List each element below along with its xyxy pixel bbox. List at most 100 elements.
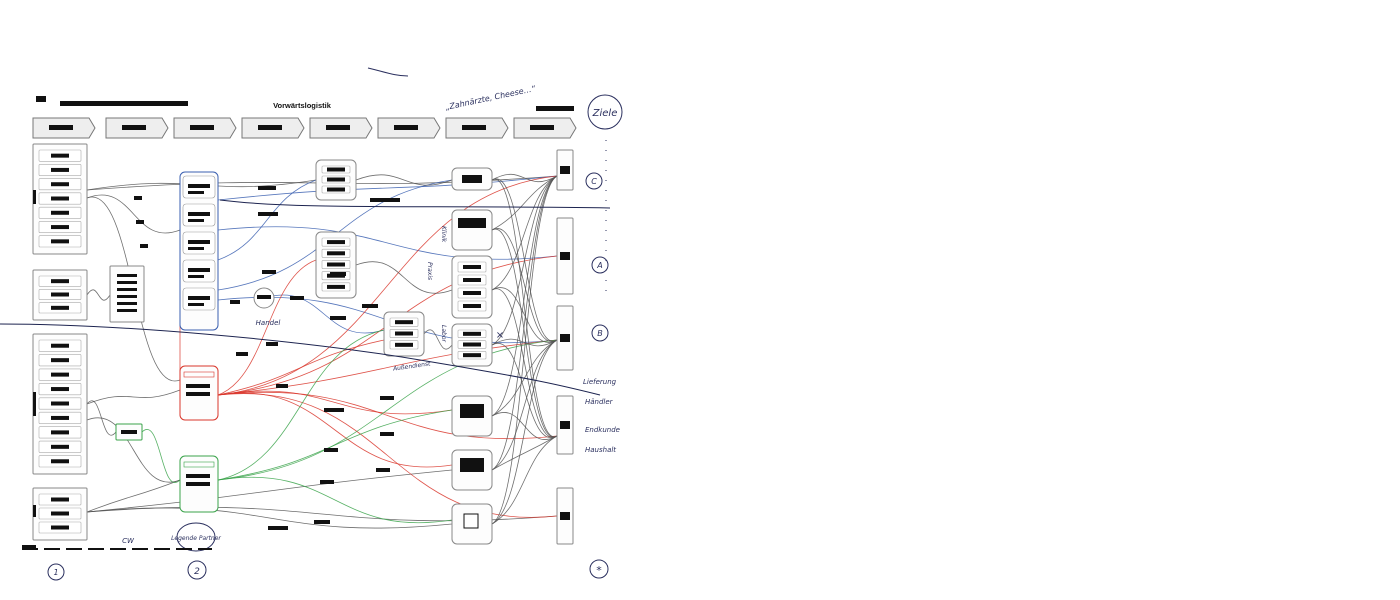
- dc-mid-row-text: [327, 284, 345, 289]
- edge-gray: [86, 417, 181, 483]
- column-header-label-redacted: [49, 125, 73, 130]
- store-b-icon: [458, 218, 486, 228]
- edge-label-redacted: [268, 526, 288, 530]
- column-header-label-redacted: [462, 125, 486, 130]
- edge-gray: [491, 342, 558, 439]
- note-c: C: [591, 177, 597, 186]
- diagram-title: Vorwärtslogistik: [273, 101, 332, 110]
- green-hub-header: [183, 461, 215, 468]
- column-header-label-redacted: [530, 125, 554, 130]
- note-1: 1: [53, 568, 58, 577]
- source-group-a-row-text: [51, 225, 69, 230]
- edge-gray: [491, 175, 558, 417]
- note-b: B: [597, 329, 603, 338]
- edge-label-redacted: [258, 186, 276, 190]
- dc-lower: [383, 311, 425, 357]
- edge-gray: [491, 175, 558, 346]
- warehouse-unit-text: [188, 296, 210, 300]
- source-group-c-row-text: [51, 444, 69, 449]
- hub-b-text: [117, 288, 137, 291]
- note-handel: Handel: [256, 319, 281, 327]
- edge-gray: [491, 287, 558, 343]
- edge-label-redacted: [276, 384, 288, 388]
- source-group-a-row-text: [51, 196, 69, 201]
- store-b: [451, 209, 493, 251]
- edge-red: [217, 393, 558, 518]
- source-group-b-row-text: [51, 292, 69, 297]
- note-side-2: Praxis: [426, 262, 433, 280]
- note-star: *: [596, 564, 602, 577]
- hub-b-text: [117, 274, 137, 277]
- edge-gray: [491, 338, 558, 347]
- edge-gray: [86, 289, 111, 301]
- edge-label-redacted: [320, 480, 334, 484]
- source-marker: [33, 190, 36, 204]
- source-group-d-row-text: [51, 525, 69, 530]
- source-group-c-row-text: [51, 415, 69, 420]
- hub-b-frame: [109, 265, 145, 323]
- column-header-arrows: [32, 117, 577, 139]
- edge-red: [217, 175, 558, 396]
- red-hub-header: [183, 371, 215, 378]
- dc-top-row-text: [327, 167, 345, 172]
- edge-label-redacted: [140, 244, 148, 248]
- store-g-icon: [463, 513, 479, 529]
- dc-top: [315, 159, 357, 201]
- store-c-row-text: [463, 304, 481, 308]
- source-group-b-row-text: [51, 305, 69, 310]
- destination-icon: [560, 421, 570, 429]
- source-group-b: [32, 269, 88, 321]
- source-group-a-row-text: [51, 239, 69, 244]
- edge-red: [217, 339, 385, 396]
- hub-b: [109, 265, 145, 323]
- dc-top-row-text: [327, 187, 345, 192]
- hub-b-text: [117, 281, 137, 284]
- edge-gray: [355, 261, 453, 294]
- warehouse-unit-text: [188, 240, 210, 244]
- redacted-heading: [36, 96, 188, 106]
- green-hub-text: [186, 474, 210, 478]
- edge-gray: [86, 389, 181, 405]
- edge-gray: [491, 228, 558, 342]
- edge-label-redacted: [314, 520, 330, 524]
- edge-label-redacted: [262, 270, 276, 274]
- store-c: [451, 255, 493, 319]
- edge-gray: [86, 479, 181, 513]
- column-header-label-redacted: [190, 125, 214, 130]
- hub-b-text: [117, 309, 137, 312]
- edge-label-redacted: [266, 342, 278, 346]
- note-right-2: Händler: [585, 398, 614, 406]
- navy-sweep-line: [0, 323, 601, 396]
- destination-icon: [560, 512, 570, 520]
- note-ziele-circle: Ziele: [587, 94, 623, 130]
- store-d: [451, 323, 493, 367]
- store-b-frame: [451, 209, 493, 251]
- note-top-annotation: „Zahnärzte, Cheese…“: [445, 84, 538, 112]
- warehouse-unit-text: [188, 219, 204, 222]
- edge-blue: [217, 179, 317, 261]
- edge-gray: [491, 339, 558, 525]
- edge-red: [217, 392, 453, 468]
- navy-sweep-line-2: [219, 199, 611, 209]
- source-group-c-row-text: [51, 358, 69, 363]
- dc-top-row-text: [327, 177, 345, 182]
- redacted-heading-right: [536, 106, 574, 111]
- edge-gray: [491, 175, 558, 231]
- store-c-row-text: [463, 291, 481, 295]
- edge-gray: [86, 469, 453, 513]
- edge-gray: [491, 228, 558, 438]
- warehouse-unit-text: [188, 268, 210, 272]
- edge-green: [217, 329, 385, 481]
- store-c-row-text: [463, 278, 481, 282]
- store-c-row-text: [463, 265, 481, 269]
- store-d-row-text: [463, 342, 481, 347]
- hub-b-text: [117, 295, 137, 298]
- store-d-row-text: [463, 353, 481, 358]
- note-mid: Außendienst: [392, 360, 432, 372]
- source-group-a: [32, 143, 88, 255]
- edge-green: [141, 429, 181, 483]
- edge-gray: [86, 194, 181, 234]
- destination-icon: [560, 166, 570, 174]
- green-hub-text: [186, 482, 210, 486]
